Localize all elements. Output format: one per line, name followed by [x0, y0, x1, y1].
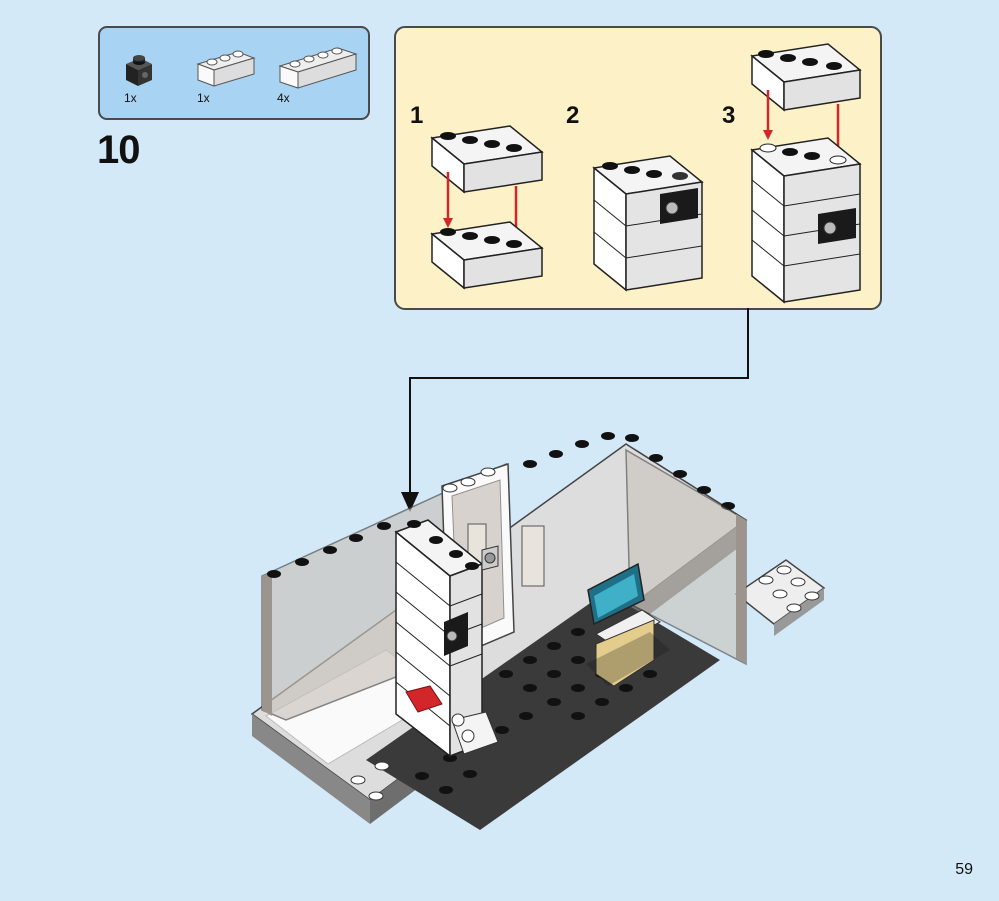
substep-number: 3	[722, 102, 736, 129]
substep-2-illustration	[592, 155, 704, 292]
step-number: 10	[97, 128, 140, 172]
page-number: 59	[955, 861, 973, 878]
part-qty: 4x	[277, 91, 290, 105]
sub-assembly-callout: 1 2 3	[394, 26, 882, 310]
main-model-illustration	[250, 432, 826, 830]
white-1x3-brick-icon	[196, 50, 256, 87]
black-1x1-brick-icon	[126, 55, 152, 86]
part-qty: 1x	[124, 91, 137, 105]
parts-list: 1x 1x 4x	[98, 26, 370, 120]
white-1x4-brick-icon	[278, 47, 358, 89]
substep-3-illustration	[750, 43, 862, 304]
part-qty: 1x	[197, 91, 210, 105]
substep-1-illustration	[430, 125, 544, 290]
substep-number: 2	[566, 102, 580, 129]
substep-number: 1	[410, 102, 424, 129]
